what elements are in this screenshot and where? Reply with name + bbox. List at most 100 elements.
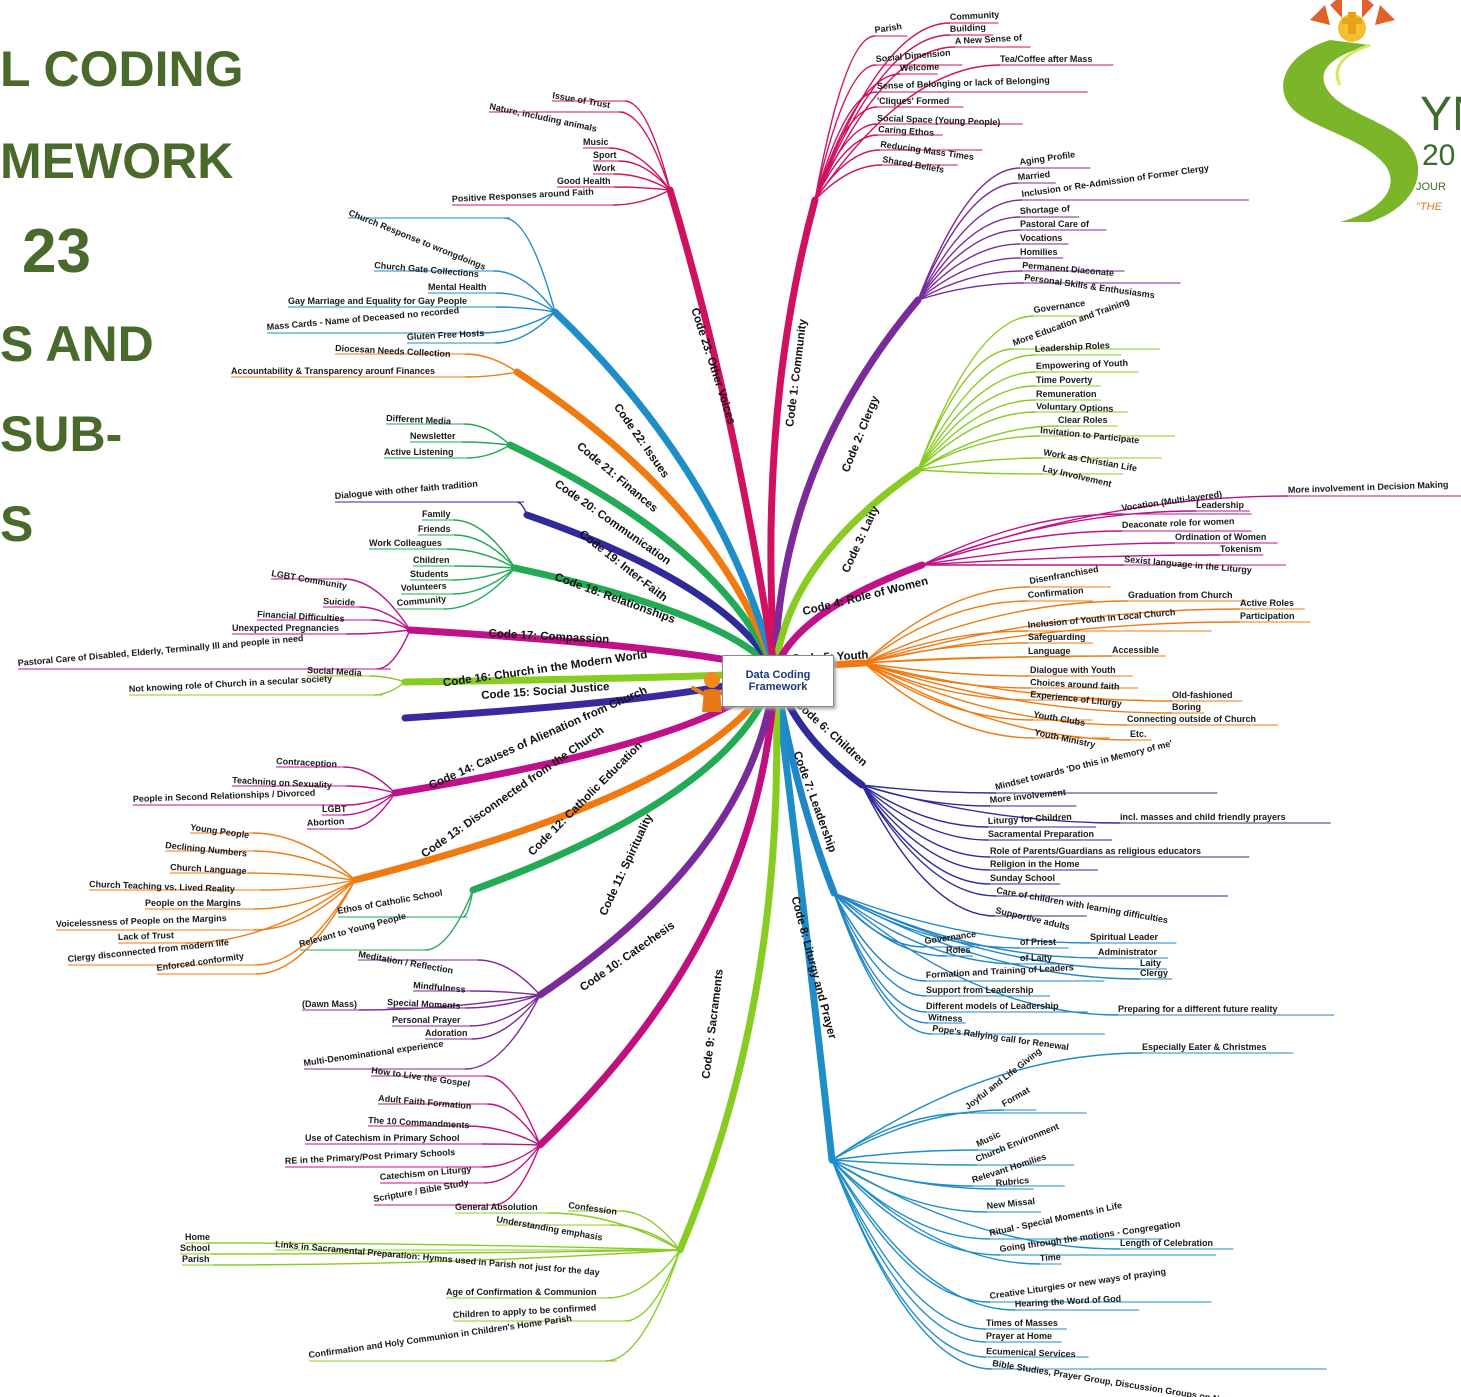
sub-topic-label[interactable]: Shared Beliefs — [882, 154, 945, 175]
sub-topic-label[interactable]: Sense of Belonging or lack of Belonging — [877, 75, 1050, 91]
sub-topic-label[interactable]: Administrator — [1098, 947, 1158, 957]
code-label-9[interactable]: Code 9: Sacraments — [700, 968, 725, 1079]
sub-topic-label[interactable]: Leadership — [1196, 500, 1245, 510]
sub-topic-label[interactable]: (Dawn Mass) — [302, 999, 357, 1009]
sub-topic-label[interactable]: Inclusion of Youth in Local Church — [1027, 607, 1175, 630]
sub-topic-label[interactable]: Role of Parents/Guardians as religious e… — [990, 846, 1201, 856]
sub-topic-label[interactable]: Experience of Liturgy — [1030, 689, 1123, 709]
sub-topic-label[interactable]: More involvement in Decision Making — [1288, 479, 1449, 495]
sub-topic-label[interactable]: Active Listening — [384, 447, 454, 457]
sub-topic-label[interactable]: Not knowing role of Church in a secular … — [129, 673, 333, 694]
sub-topic-label[interactable]: Gay Marriage and Equality for Gay People — [288, 296, 467, 306]
sub-topic-label[interactable]: Aging Profile — [1019, 149, 1076, 167]
sub-topic-label[interactable]: Home — [185, 1232, 210, 1242]
central-node[interactable]: Data Coding Framework — [722, 655, 834, 707]
sub-topic-label[interactable]: Witness — [928, 1012, 963, 1024]
sub-topic-label[interactable]: Format — [1000, 1085, 1031, 1109]
sub-topic-label[interactable]: Bible Studies, Prayer Group, Discussion … — [992, 1358, 1269, 1397]
code-label-11[interactable]: Code 11: Spirituality — [598, 812, 656, 918]
sub-topic-label[interactable]: School — [180, 1243, 210, 1253]
sub-topic-label[interactable]: Confirmation — [1027, 585, 1084, 600]
sub-topic-label[interactable]: Laity — [1140, 958, 1161, 968]
sub-topic-label[interactable]: Rubrics — [995, 1175, 1029, 1188]
sub-topic-label[interactable]: Age of Confirmation & Communion — [446, 1287, 597, 1297]
sub-topic-label[interactable]: Homilies — [1020, 247, 1058, 257]
sub-topic-label[interactable]: Clergy — [1140, 968, 1168, 978]
sub-topic-label[interactable]: People in Second Relationships / Divorce… — [133, 788, 316, 804]
sub-topic-label[interactable]: Volunteers — [401, 581, 447, 593]
sub-topic-label[interactable]: Work Colleagues — [369, 538, 442, 548]
sub-topic-label[interactable]: Prayer at Home — [986, 1331, 1052, 1341]
sub-topic-label[interactable]: Welcome — [900, 62, 940, 73]
sub-topic-label[interactable]: Spiritual Leader — [1090, 932, 1159, 942]
sub-topic-label[interactable]: Unexpected Pregnancies — [232, 623, 339, 633]
sub-topic-label[interactable]: Suicide — [323, 596, 355, 608]
sub-topic-label[interactable]: Personal Prayer — [392, 1015, 461, 1025]
sub-topic-label[interactable]: Family — [422, 509, 451, 519]
sub-topic-label[interactable]: Etc. — [1130, 729, 1147, 739]
sub-topic-label[interactable]: Newsletter — [410, 431, 456, 441]
sub-topic-label[interactable]: Participation — [1240, 611, 1295, 621]
sub-topic-label[interactable]: Different models of Leadership — [926, 1001, 1059, 1011]
sub-topic-label[interactable]: Length of Celebration — [1120, 1238, 1213, 1248]
sub-topic-label[interactable]: Mental Health — [428, 282, 487, 292]
sub-topic-label[interactable]: A New Sense of — [955, 32, 1024, 46]
sub-topic-label[interactable]: Ordination of Women — [1175, 532, 1266, 542]
sub-topic-label[interactable]: Gluten Free Hosts — [407, 328, 485, 342]
sub-topic-label[interactable]: Leadership Roles — [1035, 340, 1110, 354]
sub-topic-label[interactable]: Sacramental Preparation — [988, 829, 1094, 839]
sub-topic-label[interactable]: Ecumenical Services — [986, 1346, 1076, 1359]
sub-topic-label[interactable]: Graduation from Church — [1128, 590, 1233, 600]
sub-topic-label[interactable]: Pastoral Care of — [1020, 219, 1090, 229]
sub-topic-label[interactable]: Sport — [593, 150, 617, 160]
sub-topic-label[interactable]: Diocesan Needs Collection — [335, 343, 451, 359]
sub-topic-label[interactable]: Hearing the Word of God — [1015, 1293, 1122, 1309]
sub-topic-label[interactable]: Youth Ministry — [1034, 727, 1097, 750]
sub-topic-label[interactable]: Voluntary Options — [1036, 401, 1114, 414]
sub-topic-label[interactable]: Voicelessness of People on the Margins — [56, 913, 227, 929]
sub-topic-label[interactable]: incl. masses and child friendly prayers — [1120, 812, 1286, 822]
sub-topic-label[interactable]: Social Space (Young People) — [877, 113, 1001, 127]
sub-topic-label[interactable]: Times of Masses — [986, 1318, 1058, 1328]
sub-topic-label[interactable]: of Laity — [1020, 953, 1052, 963]
sub-topic-label[interactable]: Liturgy for Children — [988, 812, 1072, 826]
sub-topic-label[interactable]: Community — [396, 594, 446, 608]
sub-topic-label[interactable]: Adoration — [425, 1028, 468, 1038]
sub-topic-label[interactable]: LGBT — [322, 804, 347, 814]
sub-topic-label[interactable]: Governance — [1033, 298, 1086, 315]
sub-topic-label[interactable]: Dialogue with other faith tradition — [334, 479, 478, 501]
sub-topic-label[interactable]: Contraception — [276, 756, 337, 769]
sub-topic-label[interactable]: Different Media — [386, 413, 452, 426]
sub-topic-label[interactable]: Mindfulness — [413, 980, 466, 995]
sub-topic-label[interactable]: Preparing for a different future reality — [1118, 1004, 1278, 1014]
sub-topic-label[interactable]: New Missal — [986, 1196, 1035, 1211]
sub-topic-label[interactable]: Nature, including animals — [489, 101, 598, 134]
sub-topic-label[interactable]: Pastoral Care of Disabled, Elderly, Term… — [17, 633, 304, 668]
sub-topic-label[interactable]: Supportive adults — [995, 905, 1071, 932]
code-label-15[interactable]: Code 15: Social Justice — [481, 681, 610, 702]
code-label-17[interactable]: Code 17: Compassion — [488, 628, 609, 646]
sub-topic-label[interactable]: Tea/Coffee after Mass — [1000, 54, 1092, 64]
sub-topic-label[interactable]: Friends — [418, 524, 451, 534]
sub-topic-label[interactable]: Formation and Training of Leaders — [926, 962, 1074, 980]
sub-topic-label[interactable]: Pope's Rallying call for Renewal — [932, 1023, 1070, 1052]
sub-topic-label[interactable]: Relevant to Young People — [298, 911, 407, 949]
sub-topic-label[interactable]: Use of Catechism in Primary School — [305, 1133, 460, 1143]
code-label-4[interactable]: Code 4: Role of Women — [801, 575, 929, 618]
sub-topic-label[interactable]: Accessible — [1112, 645, 1159, 655]
sub-topic-label[interactable]: 'Cliques' Formed — [877, 96, 949, 106]
sub-topic-label[interactable]: RE in the Primary/Post Primary Schools — [285, 1147, 456, 1166]
code-label-16[interactable]: Code 16: Church in the Modern World — [442, 649, 648, 690]
sub-topic-label[interactable]: Special Moments — [387, 997, 461, 1011]
sub-topic-label[interactable]: Safeguarding — [1028, 632, 1086, 642]
sub-topic-label[interactable]: Time — [1040, 1252, 1061, 1263]
sub-topic-label[interactable]: LGBT Community — [271, 568, 348, 591]
sub-topic-label[interactable]: Music — [583, 137, 609, 147]
sub-topic-label[interactable]: Vocations — [1020, 233, 1062, 243]
sub-topic-label[interactable]: Students — [410, 569, 449, 579]
sub-topic-label[interactable]: Religion in the Home — [990, 859, 1080, 869]
sub-topic-label[interactable]: Lack of Trust — [118, 930, 174, 942]
sub-topic-label[interactable]: Young People — [190, 822, 250, 840]
sub-topic-label[interactable]: Empowering of Youth — [1036, 358, 1128, 371]
sub-topic-label[interactable]: Multi-Denominational experience — [303, 1038, 444, 1068]
